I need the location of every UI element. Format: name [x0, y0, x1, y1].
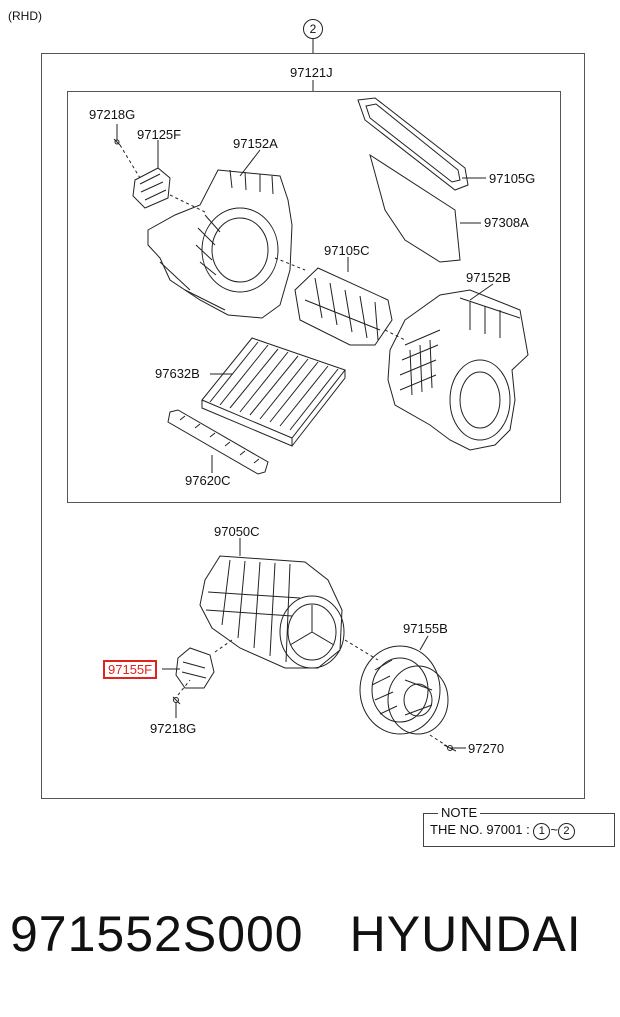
screw-top	[113, 138, 121, 146]
leader-97155b	[419, 635, 429, 651]
blower-97155b	[359, 645, 449, 735]
part-label-97155f-highlighted[interactable]: 97155F	[103, 660, 158, 679]
part-label-97152b: 97152B	[466, 270, 511, 285]
plate-97308a	[369, 153, 461, 263]
footer-part-number: 971552S000	[10, 906, 304, 962]
part-label-97152a: 97152A	[233, 136, 278, 151]
seal-97105g	[357, 97, 469, 191]
screw-bottom	[172, 696, 181, 705]
door-97105c	[294, 267, 393, 346]
part-label-97105c: 97105C	[324, 243, 370, 258]
housing-97152a	[147, 169, 293, 319]
note-range-sep: ~	[550, 822, 558, 837]
footer-caption: 971552S000 HYUNDAI	[10, 905, 620, 963]
actuator-top	[132, 167, 171, 209]
inner-assembly-frame	[67, 91, 561, 503]
part-label-97308a: 97308A	[484, 215, 529, 230]
part-label-97125f: 97125F	[137, 127, 182, 142]
note-text: THE NO. 97001 :	[430, 822, 530, 837]
part-label-97105g: 97105G	[489, 171, 536, 186]
part-label-97620c: 97620C	[185, 473, 231, 488]
footer-brand: HYUNDAI	[349, 906, 582, 962]
assembly-label: 97121J	[290, 65, 333, 80]
part-label-97632b: 97632B	[155, 366, 200, 381]
note-range-end: 2	[557, 823, 575, 840]
actuator-bottom	[175, 647, 215, 689]
outer-assembly-frame	[41, 53, 585, 799]
case-97050c	[199, 555, 345, 669]
note-range-start: 1	[533, 823, 551, 840]
part-label-97050c: 97050C	[214, 524, 260, 539]
note-text-line: THE NO. 97001 : 1~2	[430, 822, 575, 840]
part-label-97218g-bottom: 97218G	[150, 721, 197, 736]
leader-97152a	[239, 149, 261, 177]
part-label-97155b: 97155B	[403, 621, 448, 636]
part-label-97218g-top: 97218G	[89, 107, 136, 122]
filter-97632b	[201, 337, 346, 447]
part-label-97270: 97270	[468, 741, 505, 756]
screw-97270	[443, 744, 457, 752]
filter-frame-97620c	[167, 409, 269, 475]
variant-label: (RHD)	[8, 9, 42, 23]
note-box	[423, 813, 615, 847]
leader-97152b	[469, 283, 494, 301]
note-title: NOTE	[438, 805, 481, 820]
housing-97152b	[387, 289, 529, 451]
